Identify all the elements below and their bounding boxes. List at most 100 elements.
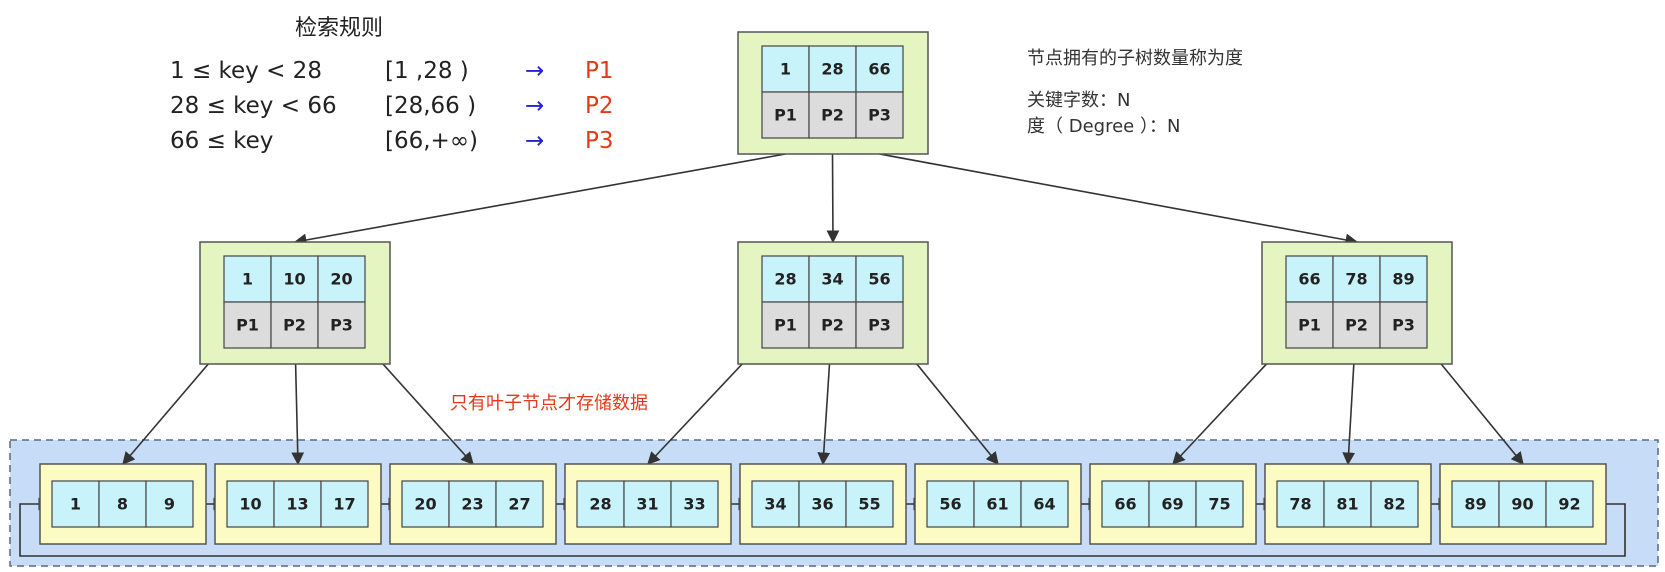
key-cell: [761, 255, 810, 303]
right-arrow-icon: →: [525, 93, 545, 119]
key-cell: [317, 255, 366, 303]
leaf-key-label: 33: [683, 495, 705, 514]
leaf-key-label: 36: [811, 495, 833, 514]
key-label: 66: [1298, 270, 1320, 289]
leaf-key-cell: [926, 480, 975, 528]
pointer-cell: [855, 301, 904, 349]
leaf-key-label: 8: [117, 495, 128, 514]
pointer-label: P3: [330, 316, 353, 335]
rule-condition: 66 ≤ key: [170, 128, 274, 154]
rule-range: [28,66 ): [385, 93, 477, 119]
leaf-key-label: 75: [1208, 495, 1230, 514]
leaf-key-cell: [51, 480, 100, 528]
key-label: 10: [283, 270, 305, 289]
pointer-label: P2: [1345, 316, 1368, 335]
leaf-key-cell: [1020, 480, 1069, 528]
tree-edge: [826, 153, 840, 244]
pointer-cell: [270, 301, 319, 349]
leaf-key-cell: [1195, 480, 1244, 528]
leaf-key-label: 23: [461, 495, 483, 514]
leaf-key-label: 89: [1464, 495, 1486, 514]
leaf-key-label: 55: [858, 495, 880, 514]
leaf-key-cell: [495, 480, 544, 528]
leaf-key-label: 66: [1114, 495, 1136, 514]
key-count-note: 关键字数：N: [1027, 90, 1131, 111]
key-label: 78: [1345, 270, 1367, 289]
pointer-cell: [317, 301, 366, 349]
right-arrow-icon: →: [525, 128, 545, 154]
rule-pointer: P2: [585, 93, 614, 119]
leaf-key-cell: [1498, 480, 1547, 528]
pointer-label: P1: [774, 316, 797, 335]
rule-condition: 1 ≤ key < 28: [170, 58, 322, 84]
key-cell: [1332, 255, 1381, 303]
leaf-key-cell: [1276, 480, 1325, 528]
leaf-key-cell: [1101, 480, 1150, 528]
key-label: 89: [1392, 270, 1414, 289]
rules-title: 检索规则: [295, 16, 384, 41]
leaf-key-cell: [670, 480, 719, 528]
key-cell: [1285, 255, 1334, 303]
leaf-key-cell: [576, 480, 625, 528]
pointer-cell: [1379, 301, 1428, 349]
leaf-key-cell: [98, 480, 147, 528]
pointer-cell: [761, 301, 810, 349]
leaf-key-label: 27: [508, 495, 530, 514]
pointer-label: P1: [774, 106, 797, 125]
leaf-node: 20 23 27: [389, 463, 557, 545]
tree-edge: [879, 153, 1359, 247]
key-label: 20: [330, 270, 352, 289]
rule-range: [66,+∞): [385, 128, 478, 154]
pointer-label: P3: [1392, 316, 1415, 335]
leaf-key-cell: [1148, 480, 1197, 528]
pointer-label: P3: [868, 316, 891, 335]
pointer-label: P2: [283, 316, 306, 335]
key-label: 34: [821, 270, 843, 289]
leaf-key-label: 56: [939, 495, 961, 514]
key-label: 1: [242, 270, 253, 289]
leaf-wrap-link-arrow: [19, 497, 1626, 557]
leaf-key-label: 20: [414, 495, 436, 514]
leaf-key-label: 10: [239, 495, 261, 514]
leaf-key-label: 9: [164, 495, 175, 514]
pointer-label: P3: [868, 106, 891, 125]
leaf-key-cell: [320, 480, 369, 528]
key-label: 28: [821, 60, 843, 79]
rule-pointer: P1: [585, 58, 614, 84]
pointer-cell: [808, 301, 857, 349]
tree-edge: [293, 153, 786, 247]
pointer-label: P2: [821, 106, 844, 125]
leaf-key-cell: [1545, 480, 1594, 528]
rule-condition: 28 ≤ key < 66: [170, 93, 337, 119]
leaf-key-cell: [845, 480, 894, 528]
leaf-key-label: 13: [286, 495, 308, 514]
pointer-cell: [1332, 301, 1381, 349]
leaf-key-label: 28: [589, 495, 611, 514]
rule-range: [1 ,28 ): [385, 58, 469, 84]
key-label: 1: [780, 60, 791, 79]
leaf-key-cell: [623, 480, 672, 528]
key-label: 56: [868, 270, 890, 289]
leaf-key-cell: [448, 480, 497, 528]
right-arrow-icon: →: [525, 58, 545, 84]
leaf-key-label: 1: [70, 495, 81, 514]
key-cell: [1379, 255, 1428, 303]
leaf-key-label: 61: [986, 495, 1008, 514]
pointer-label: P1: [236, 316, 259, 335]
pointer-cell: [223, 301, 272, 349]
rule-pointer: P3: [585, 128, 614, 154]
pointer-cell: [808, 91, 857, 139]
key-cell: [270, 255, 319, 303]
pointer-cell: [761, 91, 810, 139]
leaf-key-label: 34: [764, 495, 786, 514]
pointer-cell: [855, 91, 904, 139]
